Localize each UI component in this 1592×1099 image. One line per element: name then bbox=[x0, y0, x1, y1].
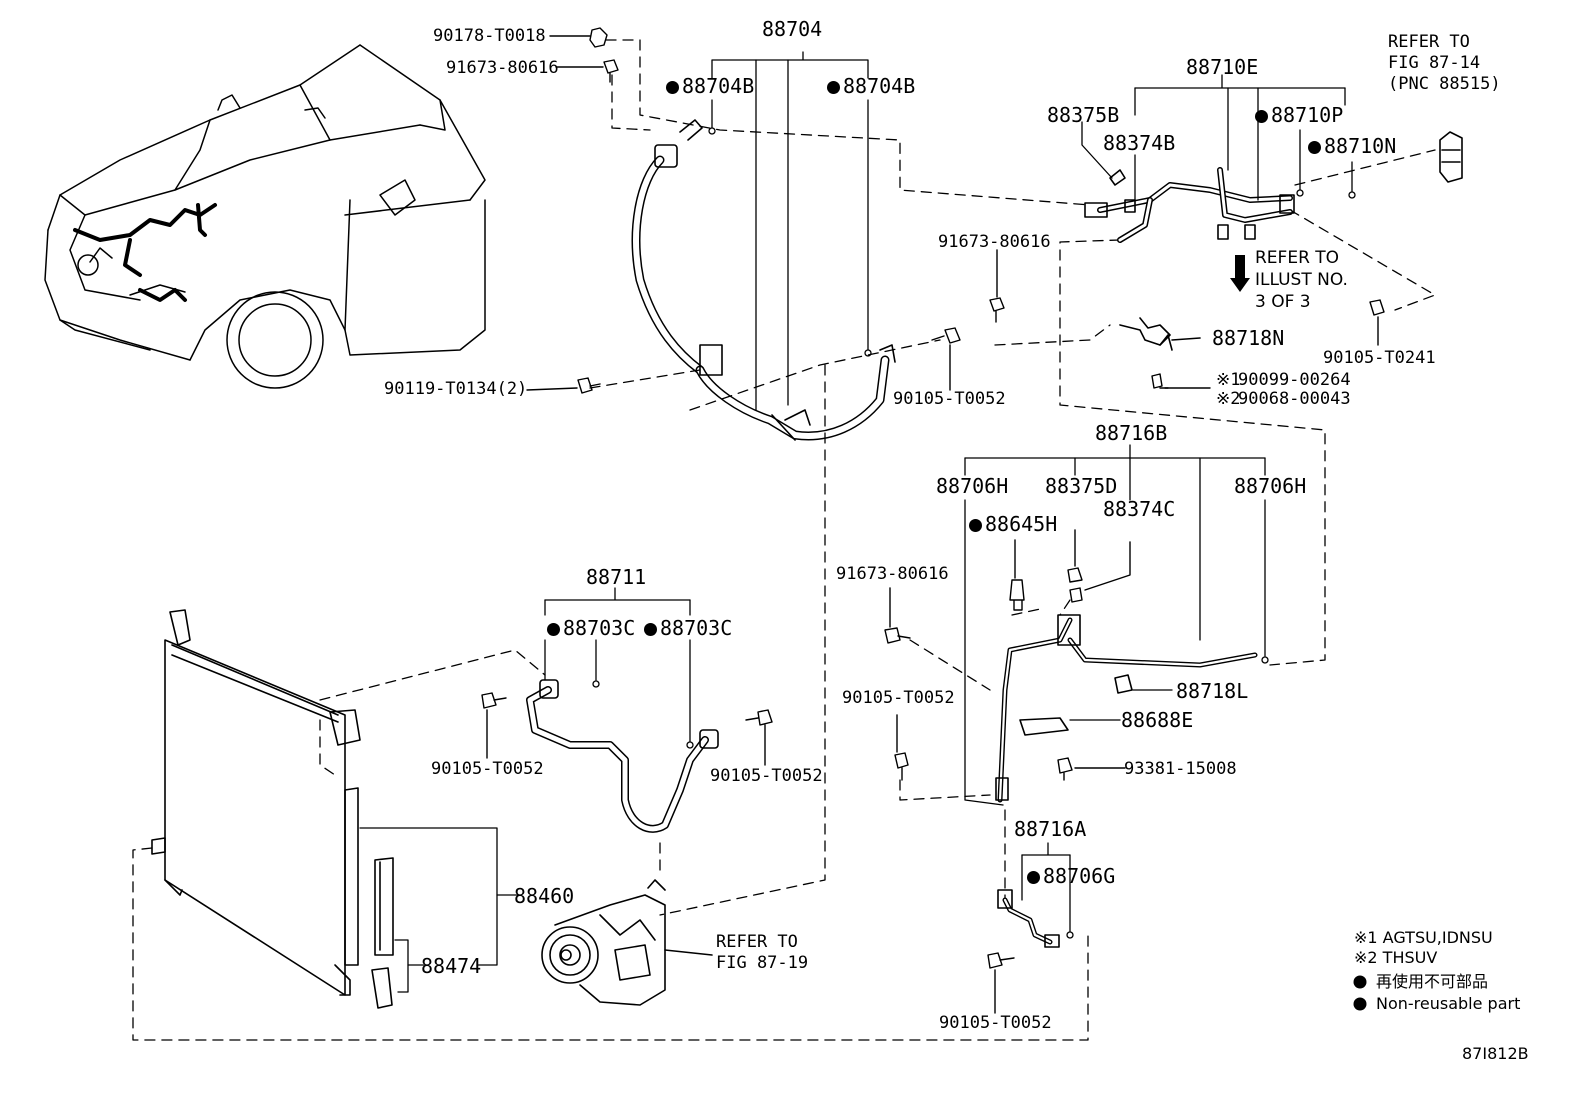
callout-90105-t0052-bottom: 90105-T0052 bbox=[939, 1013, 1052, 1033]
callout-88374b: 88374B bbox=[1103, 131, 1176, 155]
callout-91673-80616-right: 91673-80616 bbox=[938, 232, 1051, 252]
leaders-88704 bbox=[708, 51, 872, 411]
note-mark-2: ※2 bbox=[1216, 389, 1241, 409]
desiccant-88474 bbox=[371, 857, 394, 1009]
callout-88711: 88711 bbox=[586, 565, 647, 589]
legend-note-1: ※1 AGTSU,IDNSU bbox=[1354, 928, 1493, 947]
bracket-88718n bbox=[1119, 317, 1201, 351]
illustration-code: 87I812B bbox=[1462, 1044, 1529, 1063]
callout-88460: 88460 bbox=[514, 884, 575, 908]
callout-90119-t0134: 90119-T0134(2) bbox=[384, 379, 528, 399]
legend-note-2: ※2 THSUV bbox=[1354, 948, 1438, 967]
callout-88718n: 88718N bbox=[1212, 326, 1285, 350]
refer-fig-87-19: REFER TO FIG 87-19 bbox=[716, 932, 809, 973]
dashed-connections-mid bbox=[899, 599, 1071, 901]
callout-90105-t0241: 90105-T0241 bbox=[1323, 348, 1436, 368]
callout-88688e: 88688E bbox=[1121, 708, 1194, 732]
pipe-88716a bbox=[997, 889, 1060, 948]
vehicle-ac-lines bbox=[73, 203, 217, 302]
callout-90099-00264: 90099-00264 bbox=[1238, 370, 1351, 390]
callout-88706h-right: 88706H bbox=[1234, 474, 1307, 498]
dashed-connections-low bbox=[132, 649, 1089, 1041]
callout-88710p: 88710P bbox=[1255, 103, 1343, 127]
pipe-88710e bbox=[1084, 167, 1295, 243]
bolts bbox=[481, 27, 1385, 1014]
callout-90178-t0018: 90178-T0018 bbox=[433, 26, 546, 46]
callout-88703c-right: 88703C bbox=[644, 616, 732, 640]
callout-90105-t0052-mid: 90105-T0052 bbox=[893, 389, 1006, 409]
note-mark-1: ※1 bbox=[1216, 370, 1241, 390]
refer-illust-3of3: REFER TO ILLUST NO. 3 OF 3 bbox=[1255, 248, 1348, 312]
callout-88375b: 88375B bbox=[1047, 103, 1120, 127]
leaders-88710e bbox=[1081, 74, 1356, 201]
callout-93381-15008: 93381-15008 bbox=[1124, 759, 1237, 779]
pipe-88716b bbox=[995, 614, 1258, 803]
callout-90068-00043: 90068-00043 bbox=[1238, 389, 1351, 409]
callout-90105-t0052-cond-right: 90105-T0052 bbox=[710, 766, 823, 786]
discharge-hose-88704 bbox=[631, 119, 896, 441]
callout-88375d: 88375D bbox=[1045, 474, 1118, 498]
callout-88706g: 88706G bbox=[1027, 864, 1115, 888]
callout-90105-t0052-cond-left: 90105-T0052 bbox=[431, 759, 544, 779]
hose-88711 bbox=[526, 679, 719, 833]
leaders-88460 bbox=[359, 827, 519, 993]
callout-88706h-left: 88706H bbox=[936, 474, 1009, 498]
callout-88710n: 88710N bbox=[1308, 134, 1396, 158]
callout-91673-80616-top: 91673-80616 bbox=[446, 58, 559, 78]
refer-fig-87-14: REFER TO FIG 87-14 (PNC 88515) bbox=[1388, 32, 1501, 94]
callout-88716b: 88716B bbox=[1095, 421, 1168, 445]
callout-88704b-left: 88704B bbox=[666, 74, 754, 98]
leaders-88716b bbox=[964, 444, 1269, 806]
callout-90105-t0052-lowerleft: 90105-T0052 bbox=[842, 688, 955, 708]
callout-88703c-left: 88703C bbox=[547, 616, 635, 640]
callout-88474: 88474 bbox=[421, 954, 482, 978]
callout-88704: 88704 bbox=[762, 17, 823, 41]
callout-88704b-right: 88704B bbox=[827, 74, 915, 98]
dashed-connections-top bbox=[589, 39, 1436, 916]
callout-88718l: 88718L bbox=[1176, 679, 1249, 703]
compressor bbox=[541, 879, 713, 1006]
callout-88716a: 88716A bbox=[1014, 817, 1087, 841]
down-arrow-icon bbox=[1230, 255, 1250, 292]
legend-nonreusable-en: Non-reusable part bbox=[1376, 994, 1521, 1013]
legend-dots bbox=[1353, 975, 1367, 1011]
vehicle-sketch bbox=[44, 44, 486, 389]
callout-88374c: 88374C bbox=[1103, 497, 1176, 521]
callout-88710e: 88710E bbox=[1186, 55, 1259, 79]
connector-fig-87-14 bbox=[1439, 131, 1463, 183]
leaders-88711 bbox=[544, 587, 694, 749]
callout-88645h: 88645H bbox=[969, 512, 1057, 536]
condenser-88460 bbox=[151, 609, 361, 996]
callout-91673-80616-lower: 91673-80616 bbox=[836, 564, 949, 584]
legend-nonreusable-jp: 再使用不可部品 bbox=[1376, 972, 1489, 991]
